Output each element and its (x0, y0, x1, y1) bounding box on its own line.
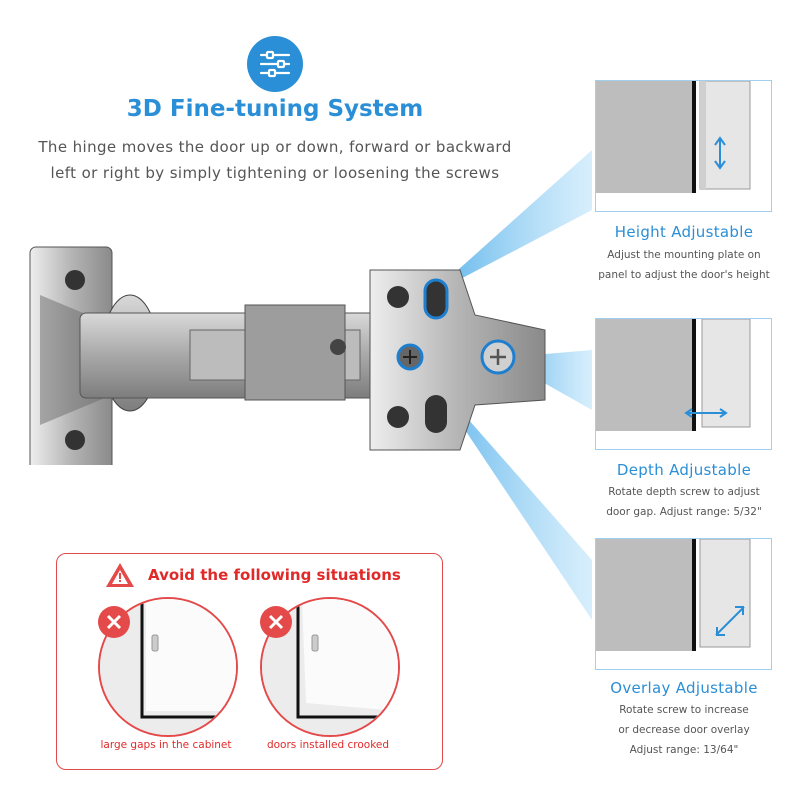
error-x-icon (98, 606, 130, 638)
depth-desc-line-2: door gap. Adjust range: 5/32" (606, 506, 762, 518)
subtitle-line-2: left or right by simply tightening or lo… (50, 164, 500, 182)
overlay-desc: Rotate screw to increase or decrease doo… (588, 700, 780, 760)
overlay-diagram (596, 539, 751, 651)
height-desc: Adjust the mounting plate on panel to ad… (588, 245, 780, 285)
height-desc-line-2: panel to adjust the door's height (598, 269, 770, 281)
overlay-desc-line-3: Adjust range: 13/64" (629, 744, 739, 756)
warning-icon (106, 563, 134, 587)
overlay-beam (425, 370, 592, 620)
depth-diagram (596, 319, 751, 431)
height-desc-line-1: Adjust the mounting plate on (607, 249, 761, 261)
depth-panel (595, 318, 772, 450)
height-title: Height Adjustable (614, 223, 754, 241)
overlay-desc-line-2: or decrease door overlay (618, 724, 750, 736)
sliders-badge (247, 36, 303, 92)
height-beam (430, 150, 592, 295)
height-panel (595, 80, 772, 212)
sliders-icon (259, 50, 291, 78)
overlay-title: Overlay Adjustable (610, 679, 758, 697)
case-crooked-label: doors installed crooked (266, 739, 390, 751)
depth-desc: Rotate depth screw to adjust door gap. A… (588, 482, 780, 522)
depth-desc-line-1: Rotate depth screw to adjust (608, 486, 760, 498)
case-gap-label: large gaps in the cabinet (100, 739, 232, 751)
height-diagram (596, 81, 751, 193)
hinge-illustration (29, 246, 546, 465)
overlay-desc-line-1: Rotate screw to increase (619, 704, 749, 716)
warning-title: Avoid the following situations (148, 566, 401, 584)
page-subtitle: The hinge moves the door up or down, for… (0, 134, 550, 186)
depth-title: Depth Adjustable (616, 461, 752, 479)
page-title: 3D Fine-tuning System (126, 96, 424, 122)
overlay-panel (595, 538, 772, 670)
subtitle-line-1: The hinge moves the door up or down, for… (38, 138, 512, 156)
error-x-icon (260, 606, 292, 638)
